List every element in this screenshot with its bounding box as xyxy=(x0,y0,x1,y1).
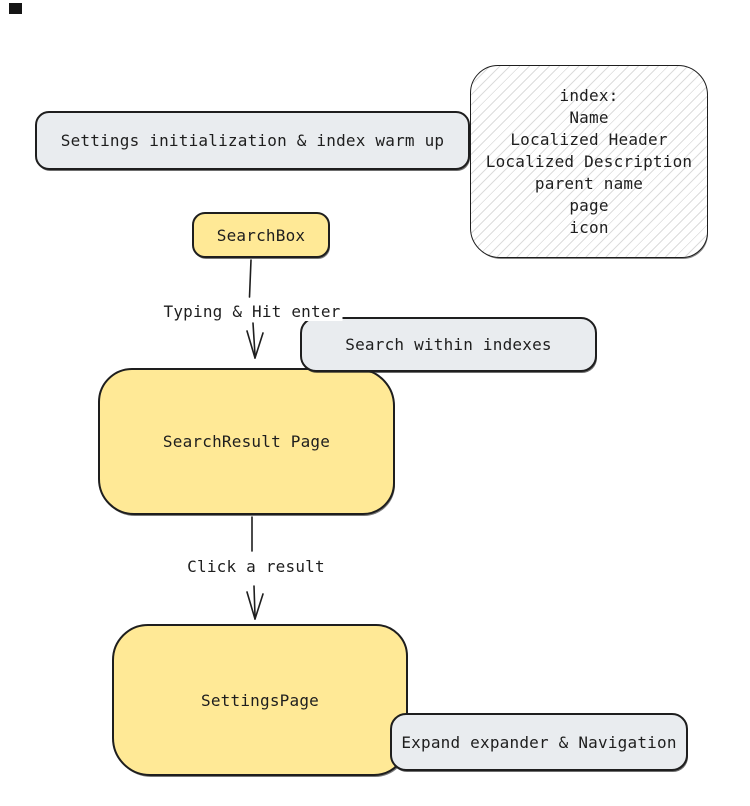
index-line: index: xyxy=(559,85,619,105)
node-expand-navigation: Expand expander & Navigation xyxy=(390,713,688,771)
node-index-fields: index: Name Localized Header Localized D… xyxy=(470,65,708,258)
node-searchbox-label: SearchBox xyxy=(216,225,306,245)
node-searchresult-page-label: SearchResult Page xyxy=(162,432,331,451)
index-line: parent name xyxy=(534,173,644,193)
node-searchbox: SearchBox xyxy=(192,212,330,258)
index-line: Name xyxy=(569,107,609,127)
index-line: icon xyxy=(569,217,609,237)
node-settingspage: SettingsPage xyxy=(112,624,408,776)
arrow-searchbox-to-searchresult xyxy=(248,259,252,298)
node-search-within-indexes: Search within indexes xyxy=(300,317,597,372)
edge-label-click-a-result: Click a result xyxy=(185,557,327,576)
edge-label-typing-hit-enter: Typing & Hit enter xyxy=(161,302,343,321)
node-settings-initialization-label: Settings initialization & index warm up xyxy=(60,131,445,150)
index-line: page xyxy=(569,195,609,215)
index-line: Localized Header xyxy=(510,129,668,149)
corner-mark xyxy=(9,3,22,14)
node-expand-navigation-label: Expand expander & Navigation xyxy=(401,732,677,752)
node-searchresult-page: SearchResult Page xyxy=(98,368,395,515)
node-search-within-indexes-label: Search within indexes xyxy=(345,335,552,354)
node-settings-initialization: Settings initialization & index warm up xyxy=(35,111,470,170)
index-line: Localized Description xyxy=(485,151,693,171)
node-settingspage-label: SettingsPage xyxy=(201,690,319,710)
